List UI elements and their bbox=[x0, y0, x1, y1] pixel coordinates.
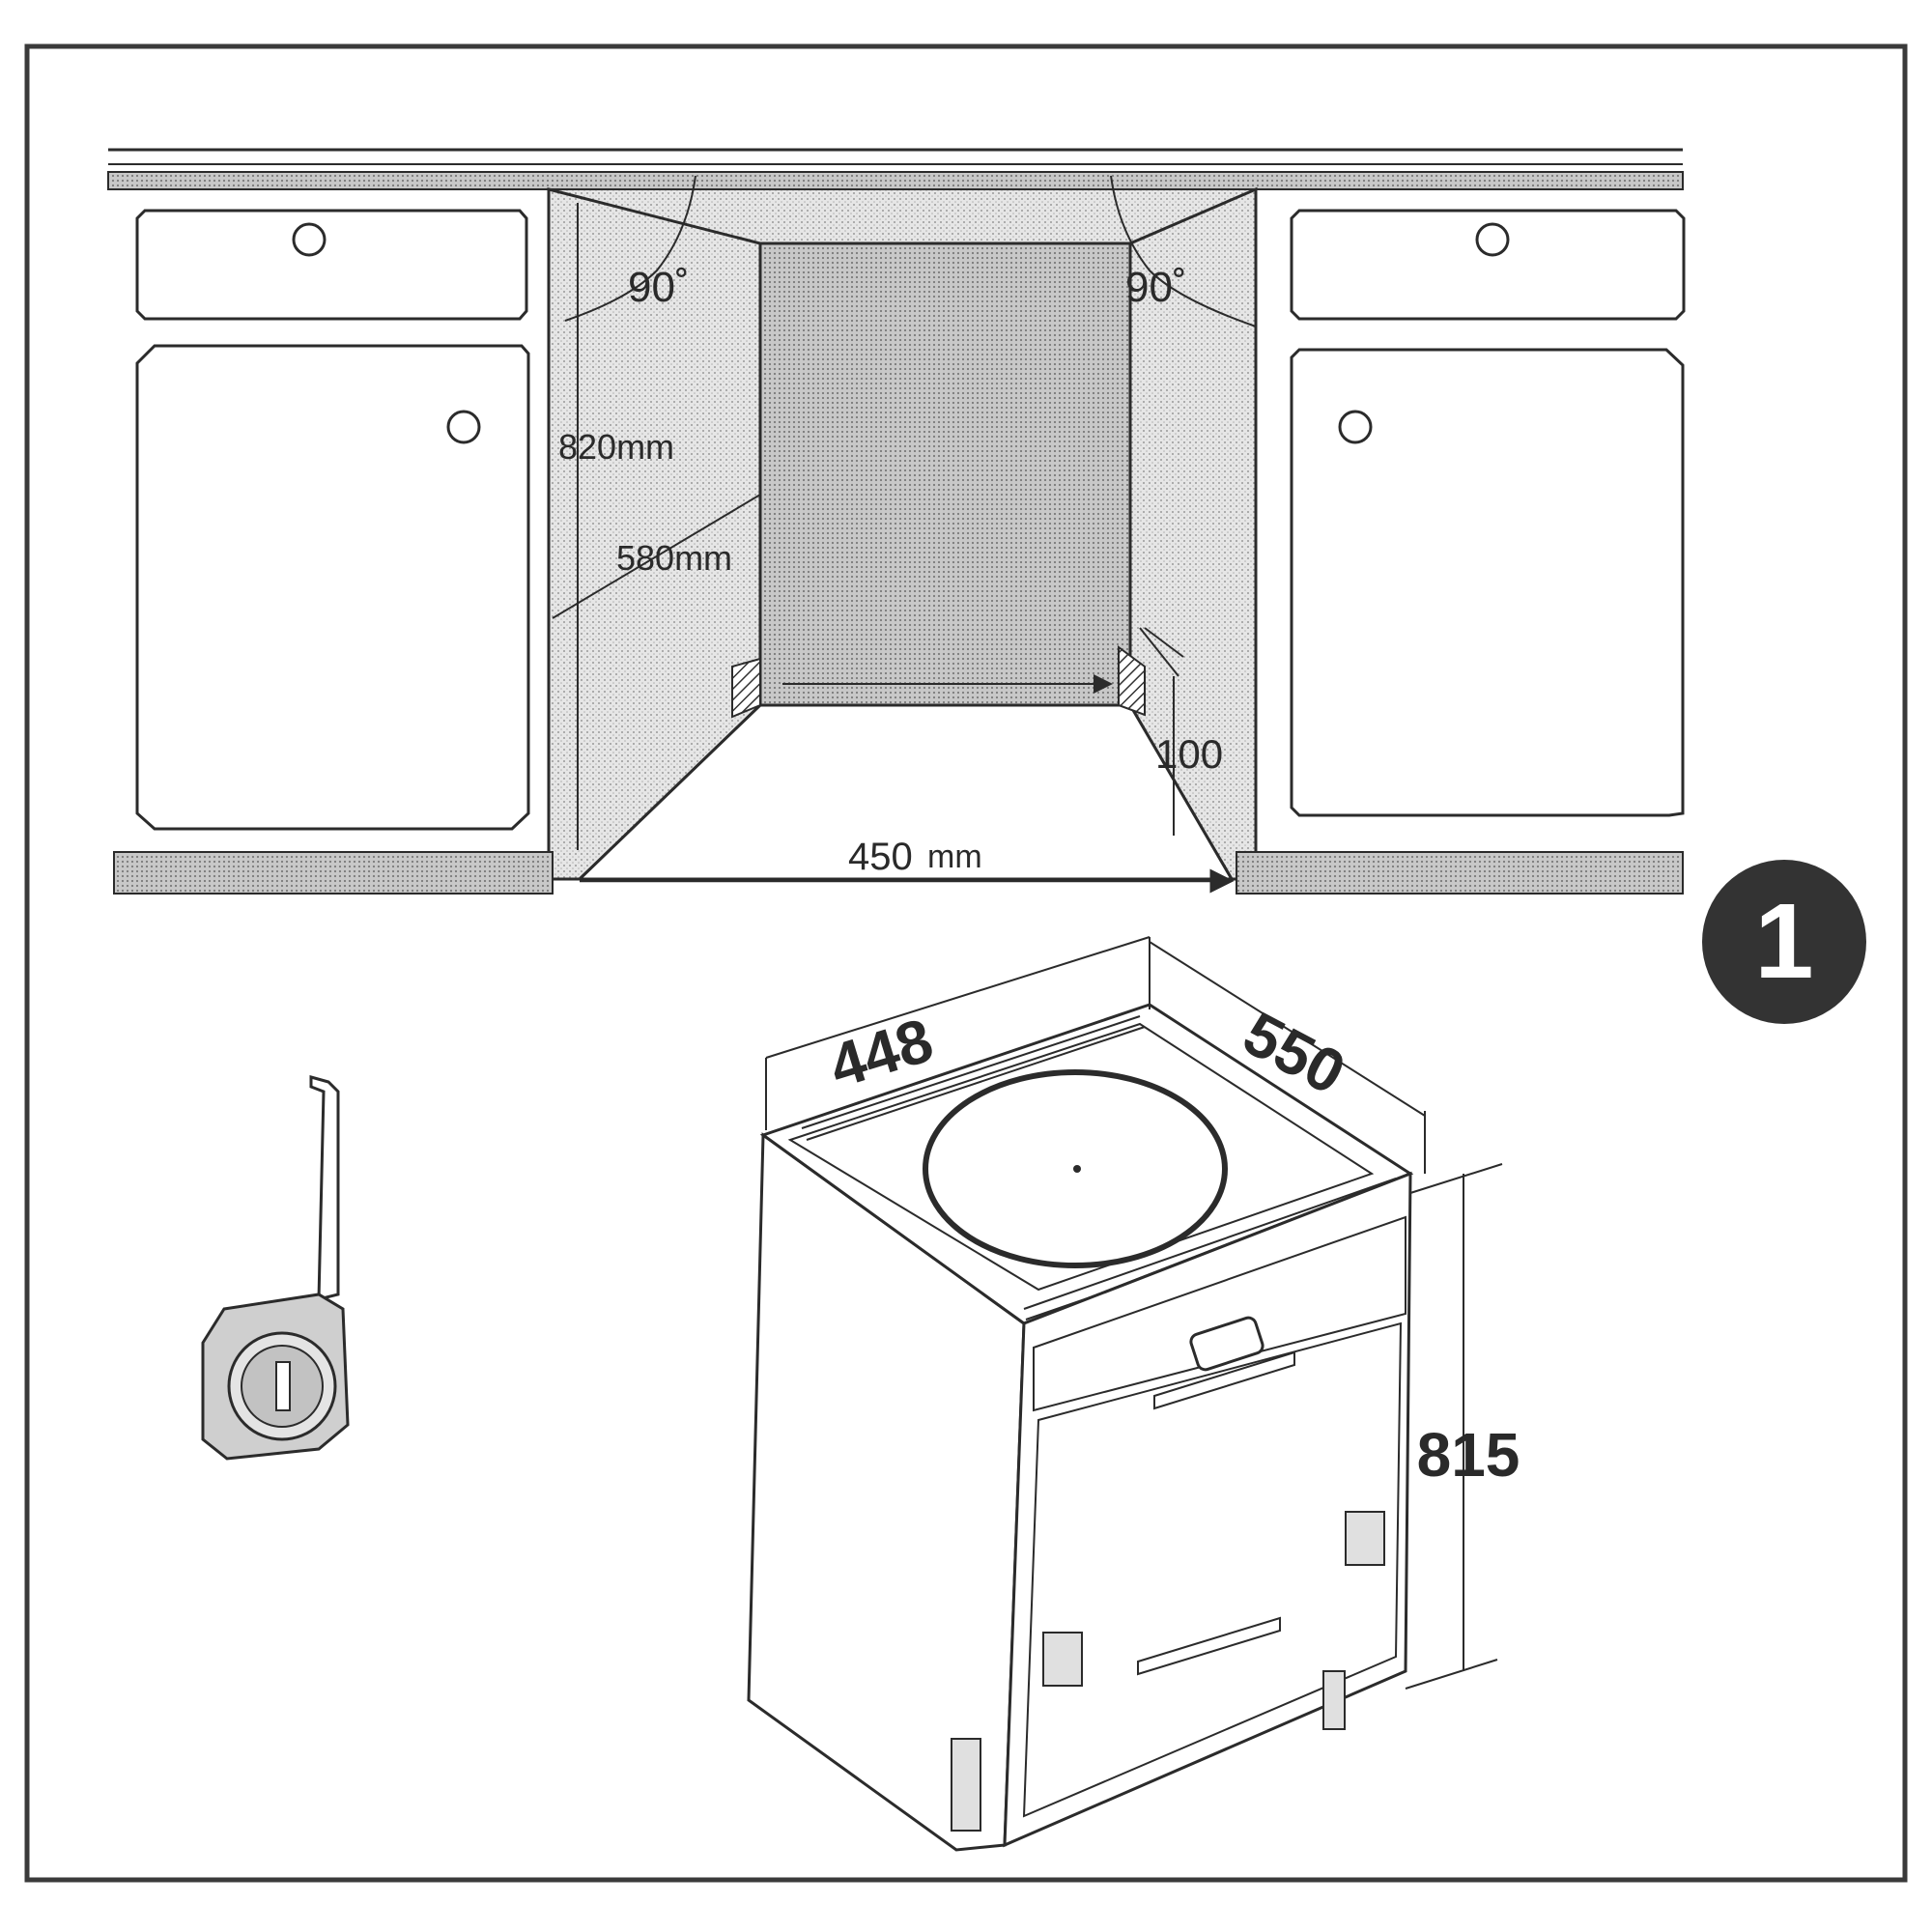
angle-left-label: 90˚ bbox=[628, 264, 690, 311]
plinth-100-label: 100 bbox=[1155, 731, 1223, 777]
width-450-label: 450 bbox=[848, 836, 913, 878]
tape-measure-icon bbox=[201, 1075, 350, 1461]
outer-frame bbox=[24, 43, 1908, 1883]
height-820-label: 820mm bbox=[558, 427, 674, 467]
appliance-height-815: 815 bbox=[1417, 1420, 1520, 1490]
depth-580-label: 580mm bbox=[616, 538, 732, 578]
dishwasher-drawing: 448 550 815 bbox=[747, 936, 1520, 1852]
width-450-unit: mm bbox=[927, 838, 982, 875]
step-badge-icon: 1 bbox=[1702, 860, 1866, 1024]
angle-right-label: 90˚ bbox=[1125, 264, 1187, 311]
right-cabinet bbox=[1290, 209, 1686, 817]
cabinet-opening-view: 90˚ 90˚ 820mm 580mm 100 450 mm bbox=[107, 148, 1686, 895]
step-number: 1 bbox=[1754, 882, 1813, 1001]
left-cabinet bbox=[135, 209, 530, 831]
niche-back-wall bbox=[758, 242, 1132, 707]
